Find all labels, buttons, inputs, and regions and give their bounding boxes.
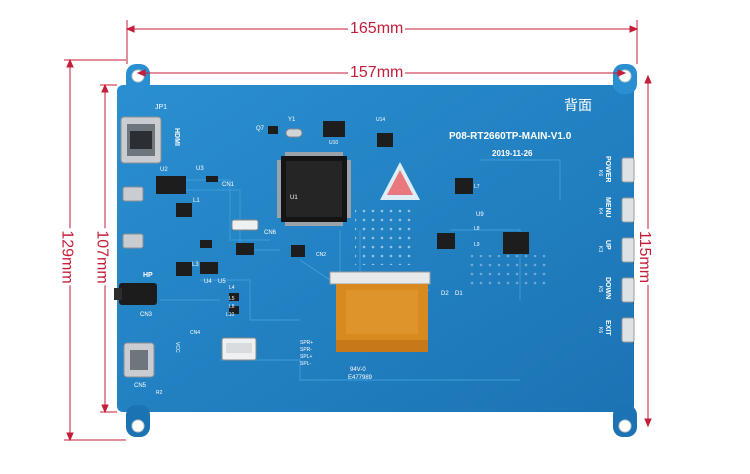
hdmi-label: HDMI [173,128,180,146]
via-field-2 [470,255,550,285]
usb-connectors [122,186,144,249]
cert-rating: 94V-0 [350,367,366,373]
ref-u14: U14 [376,117,386,123]
crystal-y1 [285,128,303,138]
ref-jp1: JP1 [155,104,168,111]
ref-cn6: CN6 [264,230,277,236]
button-label-exit: EXIT [604,320,611,336]
ref-u10: U10 [329,140,339,146]
button-ref-down: K5 [597,286,603,293]
hole-height-left-label: 107mm [92,228,111,286]
side-buttons [621,157,635,343]
cn6-connector [231,219,259,231]
speaker-label-spr-plus: SPR+ [300,340,314,346]
small-ics [156,121,529,314]
button-ref-up: K3 [597,246,603,253]
ref-u2: U2 [160,167,168,173]
speaker-label-spl-minus: SPL- [300,361,312,367]
main-soc [277,152,351,226]
logo-triangle [380,162,420,200]
ref-q7: Q7 [256,126,265,132]
ref-r2: R2 [156,390,163,396]
board-date: 2019-11-26 [492,149,533,158]
ref-d1: D1 [455,291,463,297]
ref-u4: U4 [204,279,212,285]
overall-width-label: 165mm [348,20,406,38]
speaker-connector [221,337,257,361]
speaker-label-spr-minus: SPR- [300,347,312,353]
power-connector [123,342,155,378]
board-side-label: 背面 [564,98,592,114]
hole-width-label: 157mm [348,64,406,82]
ref-hp: HP [143,272,153,279]
ref-cn5: CN5 [134,383,147,389]
button-label-up: UP [604,240,611,250]
button-label-down: DOWN [604,277,611,300]
button-ref-exit: K6 [597,327,603,334]
ref-cn4: CN4 [190,330,201,336]
ref-u5: U5 [218,279,226,285]
hdmi-connector [120,116,162,164]
ref-cn3: CN3 [140,312,153,318]
ref-l7: L7 [474,184,480,190]
ref-u9: U9 [476,212,484,218]
ref-cn1: CN1 [222,182,235,188]
ref-l1: L1 [193,198,200,204]
cert-ul-number: E477989 [348,375,373,381]
ref-vcc: VCC [174,342,180,353]
flex-cable [329,271,431,352]
overall-height-label: 129mm [57,228,76,286]
ref-l4: L4 [229,285,235,291]
ref-u3: U3 [196,166,204,172]
speaker-label-spl-plus: SPL+ [300,354,313,360]
audio-jack [114,283,157,305]
button-ref-power: K6 [597,170,603,177]
ref-u1: U1 [290,195,298,201]
ref-cn2: CN2 [316,252,327,258]
ref-l8: L8 [474,226,480,232]
via-field [355,205,415,265]
button-label-menu: MENU [604,197,611,218]
ref-l5: L5 [229,296,235,302]
button-ref-menu: K4 [597,208,603,215]
hole-height-right-label: 115mm [635,228,654,286]
button-label-power: POWER [604,156,611,183]
ref-d2: D2 [441,291,449,297]
ref-l10: L10 [226,312,235,318]
board-title: P08-RT2660TP-MAIN-V1.0 [449,131,572,142]
ref-y1: Y1 [288,117,296,123]
ref-l3: L3 [192,262,199,268]
ref-l9: L9 [474,242,480,248]
ref-l6: L6 [229,304,235,310]
